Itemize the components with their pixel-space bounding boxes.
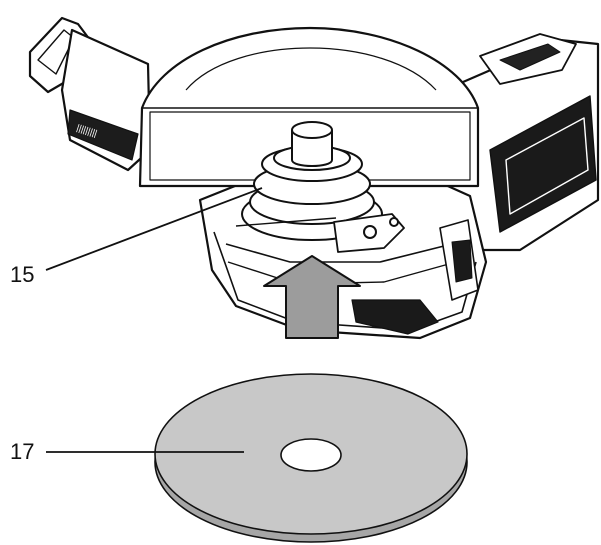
callout-17: 17 [10, 439, 35, 464]
grinder-motor-housing [438, 33, 600, 252]
callout-15: 15 [10, 262, 35, 287]
grinding-disc [154, 373, 468, 543]
grinder-rear-handle: ||||||||| [28, 16, 152, 172]
insertion-direction-arrow-icon [263, 255, 361, 339]
spindle-flange-assembly [235, 121, 405, 253]
wheel-guard [138, 26, 480, 188]
leader-line-15 [45, 187, 263, 271]
